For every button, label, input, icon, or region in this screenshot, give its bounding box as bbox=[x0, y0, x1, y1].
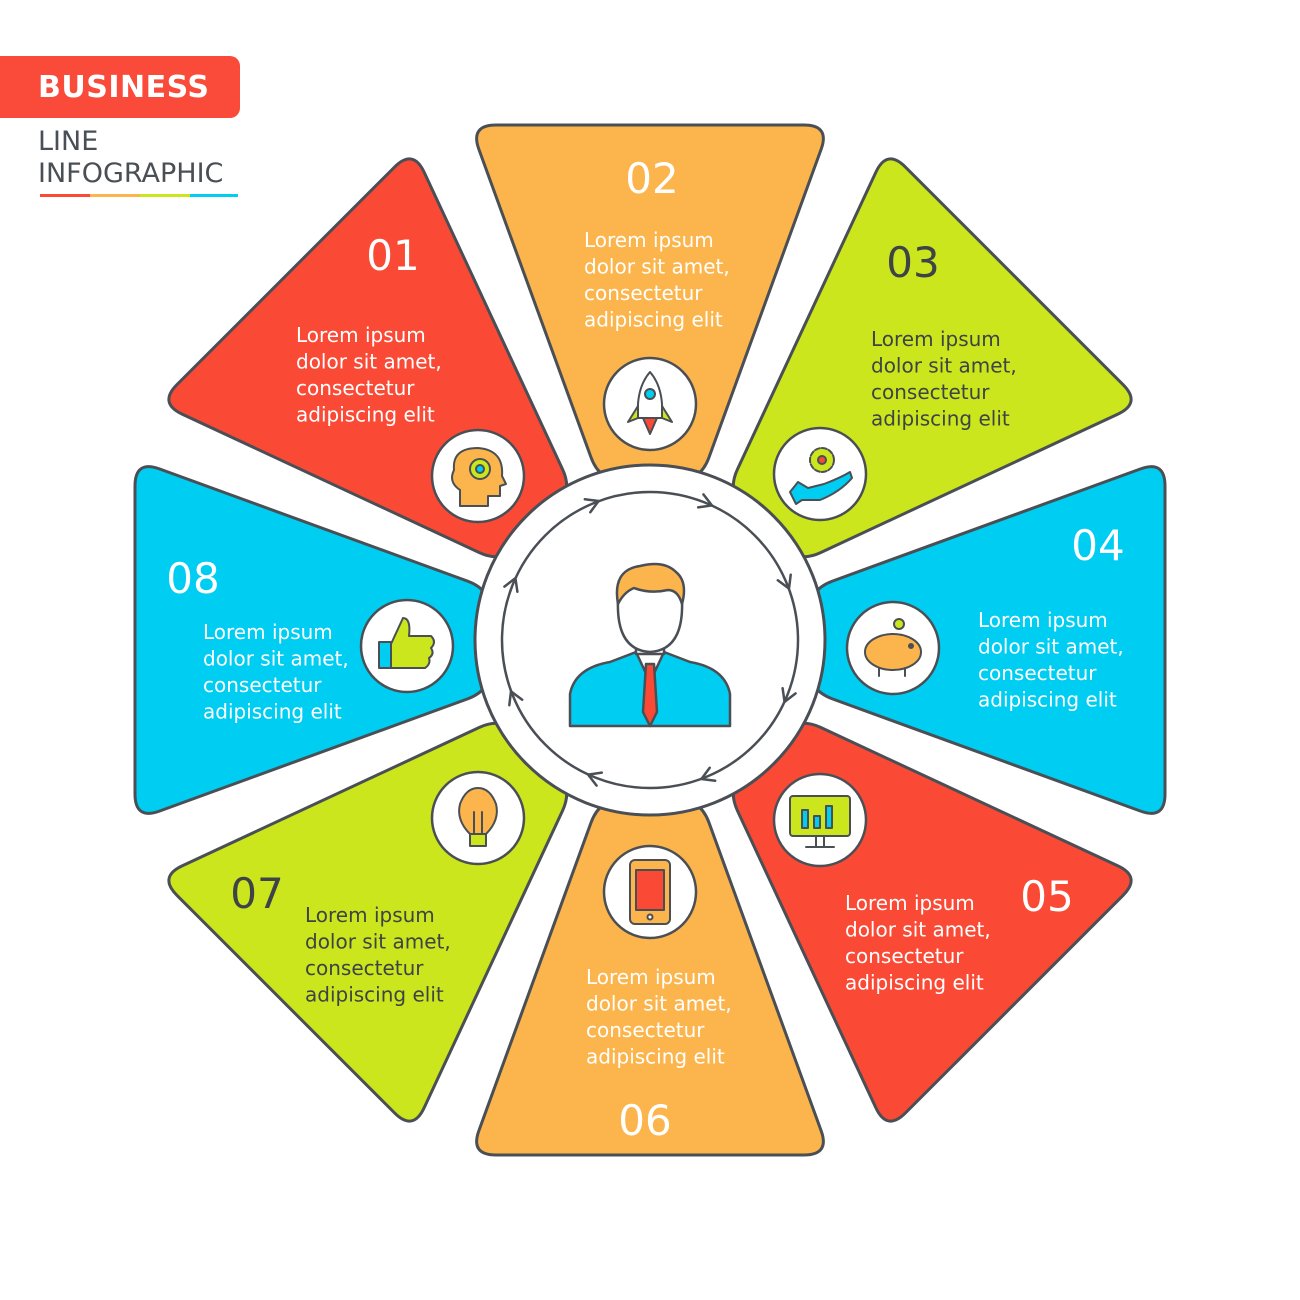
tablet-icon bbox=[602, 844, 698, 940]
lightbulb-icon bbox=[430, 770, 526, 866]
title-underline bbox=[40, 194, 238, 197]
segment-number-01: 01 bbox=[366, 231, 419, 280]
circular-arrows-icon bbox=[500, 490, 800, 790]
segment-text-line: adipiscing elit bbox=[871, 407, 1010, 431]
segment-number-07: 07 bbox=[230, 869, 283, 918]
title-badge-text: BUSINESS bbox=[38, 70, 210, 105]
segment-text-line: consectetur bbox=[871, 380, 990, 404]
title-badge bbox=[0, 56, 240, 118]
segment-text-line: adipiscing elit bbox=[845, 971, 984, 995]
segment-text-line: adipiscing elit bbox=[586, 1045, 725, 1069]
segment-number-04: 04 bbox=[1071, 521, 1124, 570]
segment-text-line: dolor sit amet, bbox=[586, 992, 732, 1016]
segment-text-line: Lorem ipsum bbox=[296, 323, 426, 347]
segment-text-line: dolor sit amet, bbox=[584, 255, 730, 279]
segment-text-line: Lorem ipsum bbox=[305, 903, 435, 927]
monitor-chart-icon bbox=[772, 772, 868, 868]
businessman-figure bbox=[568, 562, 732, 728]
subtitle-line-1: LINE bbox=[38, 126, 99, 157]
segment-number-05: 05 bbox=[1020, 872, 1073, 921]
rocket-icon bbox=[602, 356, 698, 452]
segment-text-line: adipiscing elit bbox=[203, 700, 342, 724]
segment-text-line: consectetur bbox=[305, 956, 424, 980]
segment-text-line: adipiscing elit bbox=[584, 308, 723, 332]
segment-text-line: adipiscing elit bbox=[978, 688, 1117, 712]
segment-text-line: adipiscing elit bbox=[296, 403, 435, 427]
segment-text-line: consectetur bbox=[845, 944, 964, 968]
segment-text-line: consectetur bbox=[978, 661, 1097, 685]
head-gear-icon bbox=[430, 428, 526, 524]
thumbs-up-icon bbox=[359, 598, 455, 694]
segment-text-line: Lorem ipsum bbox=[584, 228, 714, 252]
segment-text-line: dolor sit amet, bbox=[305, 930, 451, 954]
segment-number-03: 03 bbox=[886, 238, 939, 287]
segment-text-line: Lorem ipsum bbox=[586, 965, 716, 989]
segment-text-line: dolor sit amet, bbox=[203, 647, 349, 671]
segment-text-line: dolor sit amet, bbox=[296, 350, 442, 374]
segment-text-line: consectetur bbox=[586, 1018, 705, 1042]
segment-text-line: Lorem ipsum bbox=[871, 327, 1001, 351]
segment-text-line: Lorem ipsum bbox=[845, 891, 975, 915]
segment-text-line: consectetur bbox=[296, 376, 415, 400]
segment-text-line: dolor sit amet, bbox=[871, 354, 1017, 378]
segment-number-02: 02 bbox=[625, 154, 678, 203]
segment-text-line: adipiscing elit bbox=[305, 983, 444, 1007]
subtitle-line-2: INFOGRAPHIC bbox=[38, 158, 224, 189]
segment-text-line: Lorem ipsum bbox=[978, 608, 1108, 632]
segment-text-line: dolor sit amet, bbox=[978, 635, 1124, 659]
segment-text-line: consectetur bbox=[203, 673, 322, 697]
segment-number-06: 06 bbox=[618, 1096, 671, 1145]
piggy-bank-icon bbox=[845, 600, 941, 696]
segment-text-line: dolor sit amet, bbox=[845, 918, 991, 942]
segment-text-line: Lorem ipsum bbox=[203, 620, 333, 644]
segment-text-line: consectetur bbox=[584, 281, 703, 305]
hand-gear-icon bbox=[772, 426, 868, 522]
segment-number-08: 08 bbox=[166, 554, 219, 603]
